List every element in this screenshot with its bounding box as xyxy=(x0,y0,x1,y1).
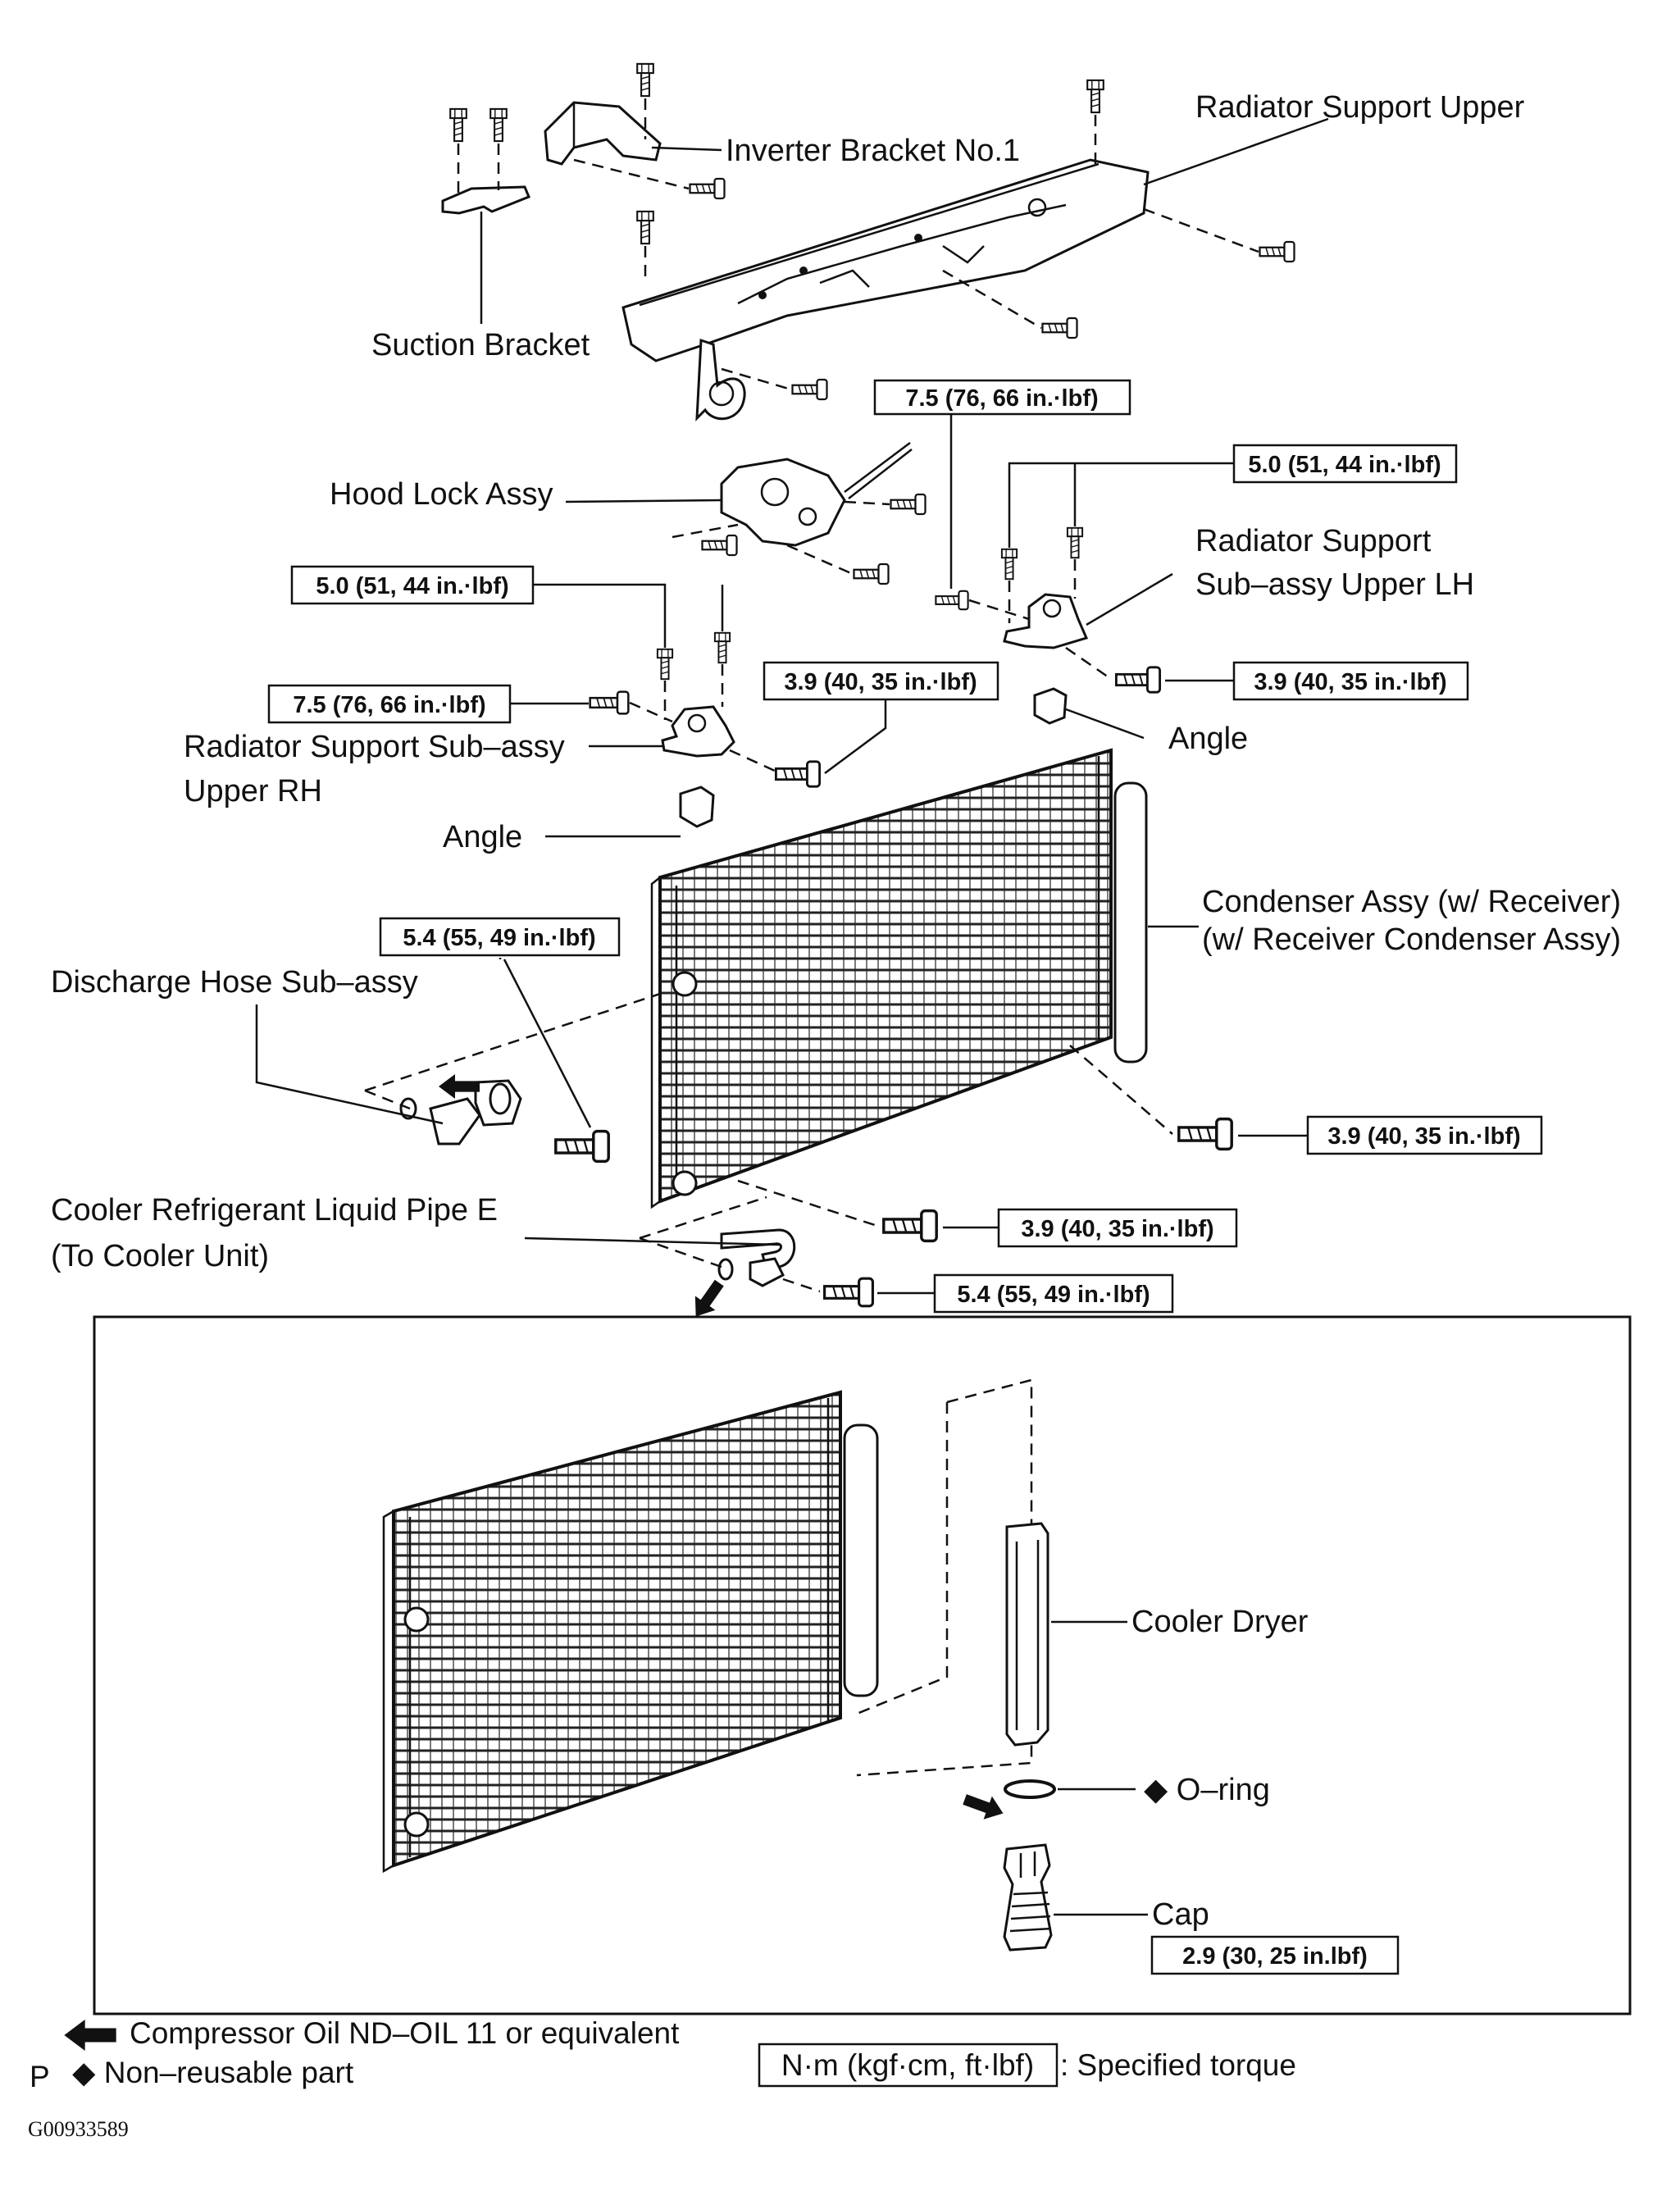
bolt-icon xyxy=(822,1277,875,1308)
oil-arrow-icon xyxy=(960,1788,1008,1825)
bolt-icon xyxy=(1000,548,1018,581)
radiator-support-lh-label-1: Radiator Support xyxy=(1195,524,1432,558)
radiator-support-rh-label-2: Upper RH xyxy=(184,774,322,808)
discharge-hose-label: Discharge Hose Sub–assy xyxy=(51,965,418,1000)
radiator-support-rh-part xyxy=(661,705,735,758)
bolt-icon xyxy=(890,493,927,516)
bolt-icon xyxy=(713,631,731,664)
radiator-support-lh-label-2: Sub–assy Upper LH xyxy=(1195,567,1474,602)
suction-bracket-label: Suction Bracket xyxy=(371,328,590,362)
angle-left-part xyxy=(679,786,715,828)
condenser-assy-part xyxy=(650,748,1148,1209)
liquid-pipe-part xyxy=(717,1228,796,1287)
torque-box xyxy=(379,917,621,957)
hood-lock-label: Hood Lock Assy xyxy=(330,477,553,512)
bolt-icon xyxy=(701,534,738,557)
torque-value: 7.5 (76, 66 in.·lbf) xyxy=(905,385,1098,412)
o-ring-part xyxy=(1004,1779,1056,1799)
torque-value: 7.5 (76, 66 in.·lbf) xyxy=(293,692,485,718)
torque-value: 3.9 (40, 35 in.·lbf) xyxy=(1327,1123,1520,1150)
torque-box xyxy=(1232,444,1458,484)
cap-label: Cap xyxy=(1152,1897,1209,1932)
torque-box xyxy=(1150,1935,1400,1975)
bolt-icon xyxy=(656,648,674,681)
torque-value: 5.4 (55, 49 in.·lbf) xyxy=(403,925,595,951)
cap-part xyxy=(1003,1843,1053,1952)
bolt-icon xyxy=(449,107,467,143)
legend-torque-box xyxy=(758,2043,1059,2088)
bolt-icon xyxy=(636,210,654,245)
o-ring-label: ◆ O–ring xyxy=(1144,1773,1270,1807)
torque-value: 5.0 (51, 44 in.·lbf) xyxy=(316,573,508,599)
torque-box xyxy=(1232,661,1469,701)
cooler-dryer-label: Cooler Dryer xyxy=(1131,1605,1309,1639)
torque-box xyxy=(267,684,512,724)
oil-arrow-icon xyxy=(64,2020,116,2051)
torque-box xyxy=(290,565,535,605)
radiator-support-rh-label-1: Radiator Support Sub–assy xyxy=(184,730,565,764)
hood-lock-part xyxy=(720,442,913,547)
bolt-icon xyxy=(1086,79,1104,114)
bolt-icon xyxy=(853,562,890,585)
condenser-detail-part xyxy=(382,1390,879,1874)
angle-right-part xyxy=(1033,687,1068,725)
torque-value: 3.9 (40, 35 in.·lbf) xyxy=(784,669,977,695)
torque-value: 5.4 (55, 49 in.·lbf) xyxy=(957,1282,1150,1308)
condenser-label-1: Condenser Assy (w/ Receiver) xyxy=(1202,885,1621,919)
bolt-icon xyxy=(935,590,969,611)
bolt-icon xyxy=(1066,526,1084,559)
torque-value: 5.0 (51, 44 in.·lbf) xyxy=(1248,452,1441,478)
legend-non-reusable: ◆ Non–reusable part xyxy=(72,2056,354,2089)
radiator-support-lh-part xyxy=(1003,593,1089,649)
bolt-icon xyxy=(774,760,822,788)
bolt-icon xyxy=(1114,666,1162,694)
bolt-icon xyxy=(791,378,828,401)
bolt-icon xyxy=(1041,317,1078,339)
oil-arrow-icon xyxy=(439,1074,480,1099)
legend-oil: Compressor Oil ND–OIL 11 or equivalent xyxy=(130,2016,680,2050)
bolt-icon xyxy=(553,1129,611,1164)
radiator-support-upper-part xyxy=(621,158,1150,421)
bolt-icon xyxy=(636,62,654,98)
figure-code: G00933589 xyxy=(28,2117,129,2141)
liquid-pipe-label-1: Cooler Refrigerant Liquid Pipe E xyxy=(51,1193,498,1227)
inverter-bracket-part xyxy=(544,101,662,166)
legend-p-mark: P xyxy=(30,2060,50,2093)
detail-inset-frame xyxy=(93,1315,1632,2015)
bolt-icon xyxy=(1259,240,1295,263)
legend-torque-units: N·m (kgf·cm, ft·lbf) xyxy=(781,2048,1034,2082)
torque-box xyxy=(873,379,1131,416)
suction-bracket-part xyxy=(441,185,530,215)
torque-value: 3.9 (40, 35 in.·lbf) xyxy=(1254,669,1446,695)
torque-box xyxy=(763,661,999,701)
torque-box xyxy=(933,1273,1174,1314)
liquid-pipe-label-2: (To Cooler Unit) xyxy=(51,1239,269,1273)
bolt-icon xyxy=(489,107,508,143)
radiator-support-upper-label: Radiator Support Upper xyxy=(1195,90,1525,125)
bolt-icon xyxy=(689,177,726,200)
torque-box xyxy=(997,1208,1238,1248)
torque-value: 3.9 (40, 35 in.·lbf) xyxy=(1021,1216,1213,1242)
legend-torque-desc: : Specified torque xyxy=(1060,2048,1296,2082)
angle-left-label: Angle xyxy=(443,820,522,854)
inverter-bracket-label: Inverter Bracket No.1 xyxy=(726,134,1020,168)
cooler-dryer-part xyxy=(1005,1522,1049,1747)
condenser-label-2: (w/ Receiver Condenser Assy) xyxy=(1202,922,1621,957)
torque-value: 2.9 (30, 25 in.lbf) xyxy=(1182,1943,1368,1970)
angle-right-label: Angle xyxy=(1168,722,1248,756)
bolt-icon xyxy=(881,1209,939,1243)
bolt-icon xyxy=(1177,1117,1234,1151)
torque-box xyxy=(1306,1115,1543,1155)
bolt-icon xyxy=(589,690,630,715)
